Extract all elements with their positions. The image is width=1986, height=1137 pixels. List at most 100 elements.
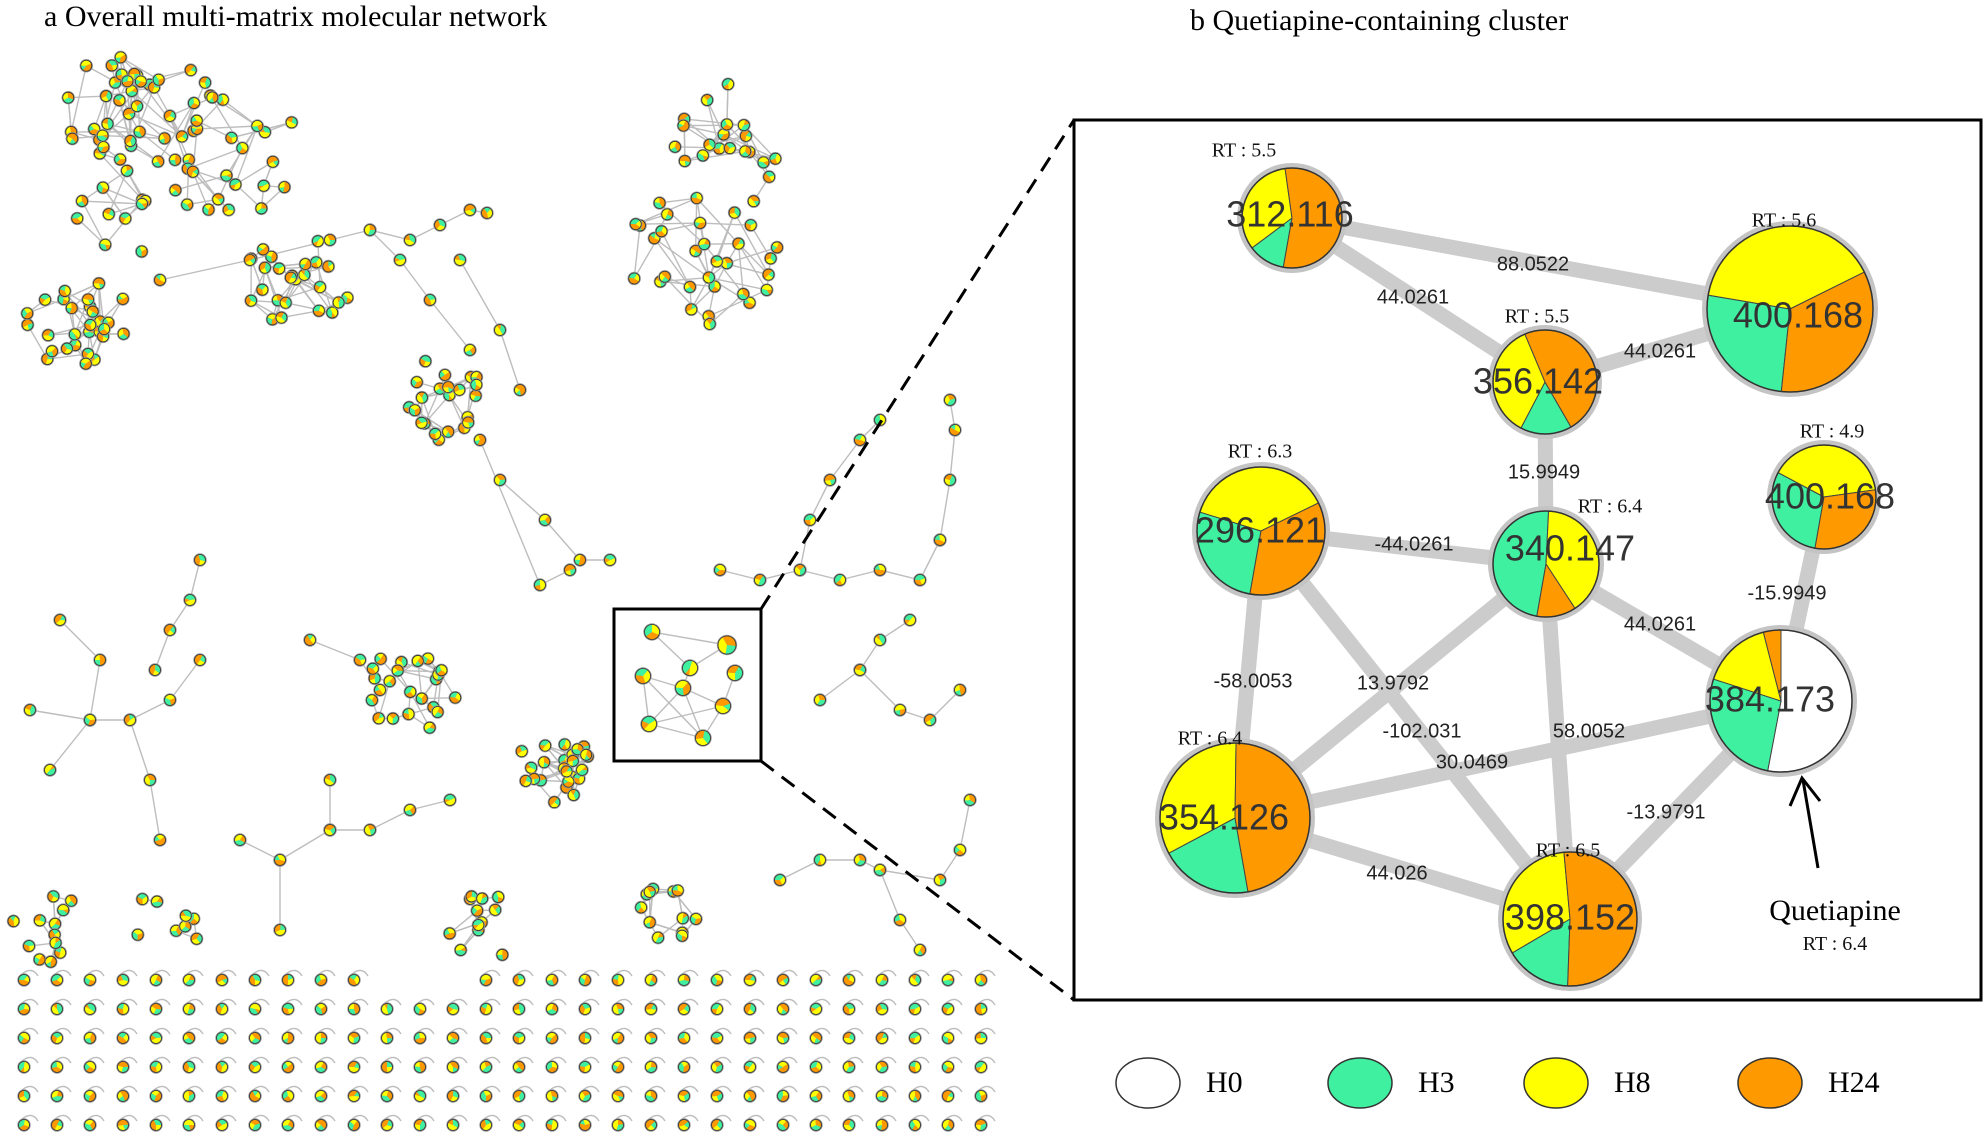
overview-node: [48, 936, 63, 950]
overview-node: [566, 788, 581, 802]
overview-node: [60, 341, 74, 356]
overview-node: [92, 276, 106, 291]
overview-node: [347, 1031, 361, 1045]
overview-node: [132, 125, 147, 139]
overview-node: [513, 383, 527, 397]
overview-node: [297, 268, 312, 282]
overview-node: [215, 1002, 229, 1016]
legend-item-h24: H24: [1737, 1057, 1880, 1109]
overview-node: [86, 304, 100, 319]
overview-edge: [651, 631, 728, 646]
overview-node: [243, 253, 257, 267]
overview-node: [421, 651, 435, 666]
overview-node: [809, 1002, 823, 1016]
edge-label: -102.031: [1383, 720, 1462, 742]
overview-node: [746, 194, 761, 208]
overview-edge: [653, 237, 691, 288]
overview-node: [677, 1060, 691, 1074]
overview-node: [215, 1118, 229, 1132]
overview-node: [710, 1089, 724, 1103]
overview-node: [93, 653, 107, 667]
node-outline: [1492, 510, 1600, 618]
overview-node: [201, 202, 216, 217]
overview-node: [974, 1031, 988, 1045]
overview-node: [893, 913, 907, 927]
overview-node: [908, 1118, 922, 1132]
overview-node: [676, 118, 691, 133]
overview-node: [677, 1002, 691, 1016]
overview-node: [731, 236, 746, 251]
overview-node: [908, 1031, 922, 1045]
overview-node: [363, 823, 377, 837]
overview-node: [743, 1118, 757, 1132]
overview-edge: [737, 243, 768, 291]
edge-label: 88.0522: [1497, 253, 1569, 275]
overview-node: [153, 273, 167, 287]
node-rt: RT : 5.6: [1752, 210, 1817, 232]
overview-node: [215, 1031, 229, 1045]
overview-node: [668, 140, 682, 154]
overview-node: [762, 170, 776, 184]
overview-edge: [102, 186, 143, 205]
overview-node: [689, 912, 703, 926]
overview-node: [651, 930, 665, 945]
overview-node: [70, 211, 84, 226]
overview-node: [182, 1089, 196, 1103]
overview-edge: [192, 171, 210, 210]
overview-node: [488, 903, 502, 917]
overview-node: [441, 380, 455, 394]
overview-node: [41, 328, 55, 342]
overview-node: [277, 180, 292, 194]
annotation-rt: RT : 6.4: [1803, 933, 1868, 955]
legend-item-h3: H3: [1327, 1057, 1455, 1109]
overview-node: [149, 973, 163, 987]
overview-node: [842, 1031, 856, 1045]
overview-node: [116, 1002, 130, 1016]
overview-node: [149, 1031, 163, 1045]
overview-node: [281, 1002, 295, 1016]
overview-node: [219, 168, 234, 183]
overview-node: [658, 270, 672, 284]
overview-node: [468, 389, 483, 403]
overview-node: [809, 1118, 823, 1132]
overview-node: [512, 1118, 526, 1132]
overview-node: [413, 1060, 427, 1074]
overview-node: [743, 1060, 757, 1074]
overview-node: [380, 1060, 394, 1074]
overview-node: [953, 843, 967, 857]
overview-node: [23, 703, 37, 717]
overview-node: [20, 306, 34, 321]
overview-node: [65, 131, 80, 146]
overview-node: [495, 948, 510, 962]
overview-edge: [189, 559, 201, 601]
overview-edge: [642, 675, 704, 739]
overview-node: [479, 973, 493, 987]
overview-edge: [369, 229, 401, 261]
overview-node: [461, 415, 475, 430]
overview-node: [403, 803, 417, 817]
node-outline: [1196, 466, 1326, 596]
overview-node: [418, 354, 433, 368]
overview-node: [948, 423, 962, 437]
overview-node: [727, 205, 742, 220]
overview-network: [6, 50, 996, 1132]
overview-node: [438, 368, 452, 382]
overview-node: [112, 93, 127, 108]
overview-node: [545, 1031, 559, 1045]
overview-node: [50, 1118, 64, 1132]
overview-node: [710, 1118, 724, 1132]
annotation-arrow-shaft: [1801, 779, 1820, 869]
overview-edge: [409, 799, 451, 811]
overview-edge: [499, 479, 546, 521]
overview-node: [273, 853, 287, 867]
legend-label: H0: [1206, 1066, 1243, 1099]
overview-edge: [648, 705, 724, 725]
overview-node: [974, 1118, 988, 1132]
overview-edge: [939, 479, 951, 541]
overview-node: [423, 293, 437, 307]
overview-node: [963, 793, 977, 807]
overview-edge: [169, 659, 201, 701]
overview-node: [776, 1118, 790, 1132]
overview-node: [116, 1089, 130, 1103]
